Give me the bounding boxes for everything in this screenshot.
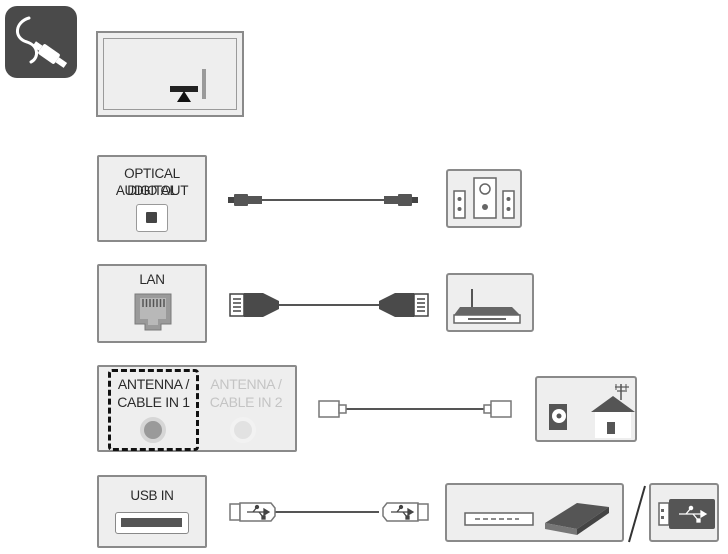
audio-system-device bbox=[446, 169, 522, 228]
lan-cable bbox=[229, 293, 429, 317]
antenna1-highlight-box bbox=[108, 369, 199, 451]
antenna1-port-label-line1: ANTENNA / bbox=[117, 376, 190, 392]
lan-port-panel: LAN bbox=[97, 264, 207, 343]
connection-badge bbox=[5, 6, 77, 78]
tv-back-panel bbox=[96, 31, 244, 117]
usb-flash-drive-icon bbox=[658, 499, 715, 529]
ethernet-port-icon bbox=[134, 293, 172, 331]
antenna2-port-label-line1: ANTENNA / bbox=[210, 376, 282, 392]
satellite-house-icon bbox=[549, 384, 635, 438]
slash-divider bbox=[628, 485, 646, 543]
speaker-system-icon bbox=[453, 177, 515, 219]
router-icon bbox=[453, 289, 521, 324]
usb-port-label: USB IN bbox=[130, 488, 174, 503]
tv-terminal-stand bbox=[202, 69, 206, 99]
cable-plug-icon bbox=[16, 16, 68, 68]
position-arrow-icon bbox=[177, 91, 191, 102]
antenna1-coax-socket bbox=[140, 417, 166, 443]
tv-terminal-bar bbox=[170, 86, 198, 92]
antenna2-port: ANTENNA / CABLE IN 2 bbox=[199, 367, 293, 454]
antenna-port-panel: ANTENNA / CABLE IN 1 ANTENNA / CABLE IN … bbox=[97, 365, 297, 452]
usb-storage-device bbox=[445, 483, 624, 542]
optical-port-socket bbox=[136, 204, 168, 232]
antenna2-port-label-line2: CABLE IN 2 bbox=[209, 394, 283, 410]
antenna-source-device bbox=[535, 376, 637, 442]
router-device bbox=[446, 273, 534, 332]
antenna2-coax-socket bbox=[230, 417, 256, 443]
external-drive-icon bbox=[464, 503, 609, 535]
usb-cable bbox=[229, 502, 429, 522]
usb-port-socket bbox=[115, 512, 189, 534]
optical-cable bbox=[228, 194, 418, 206]
antenna1-port-label-line2: CABLE IN 1 bbox=[117, 394, 190, 410]
usb-flash-drive-device bbox=[649, 483, 719, 542]
optical-port-panel: OPTICAL DIGITAL AUDIO OUT bbox=[97, 155, 207, 242]
usb-port-panel: USB IN bbox=[97, 475, 207, 548]
tv-inner-frame bbox=[103, 38, 237, 110]
optical-port-label-line2: AUDIO OUT bbox=[115, 183, 189, 198]
antenna1-port: ANTENNA / CABLE IN 1 bbox=[108, 367, 199, 454]
optical-port-label-line1: OPTICAL DIGITAL bbox=[124, 166, 180, 198]
lan-port-label: LAN bbox=[139, 272, 165, 287]
coaxial-cable bbox=[318, 400, 512, 418]
